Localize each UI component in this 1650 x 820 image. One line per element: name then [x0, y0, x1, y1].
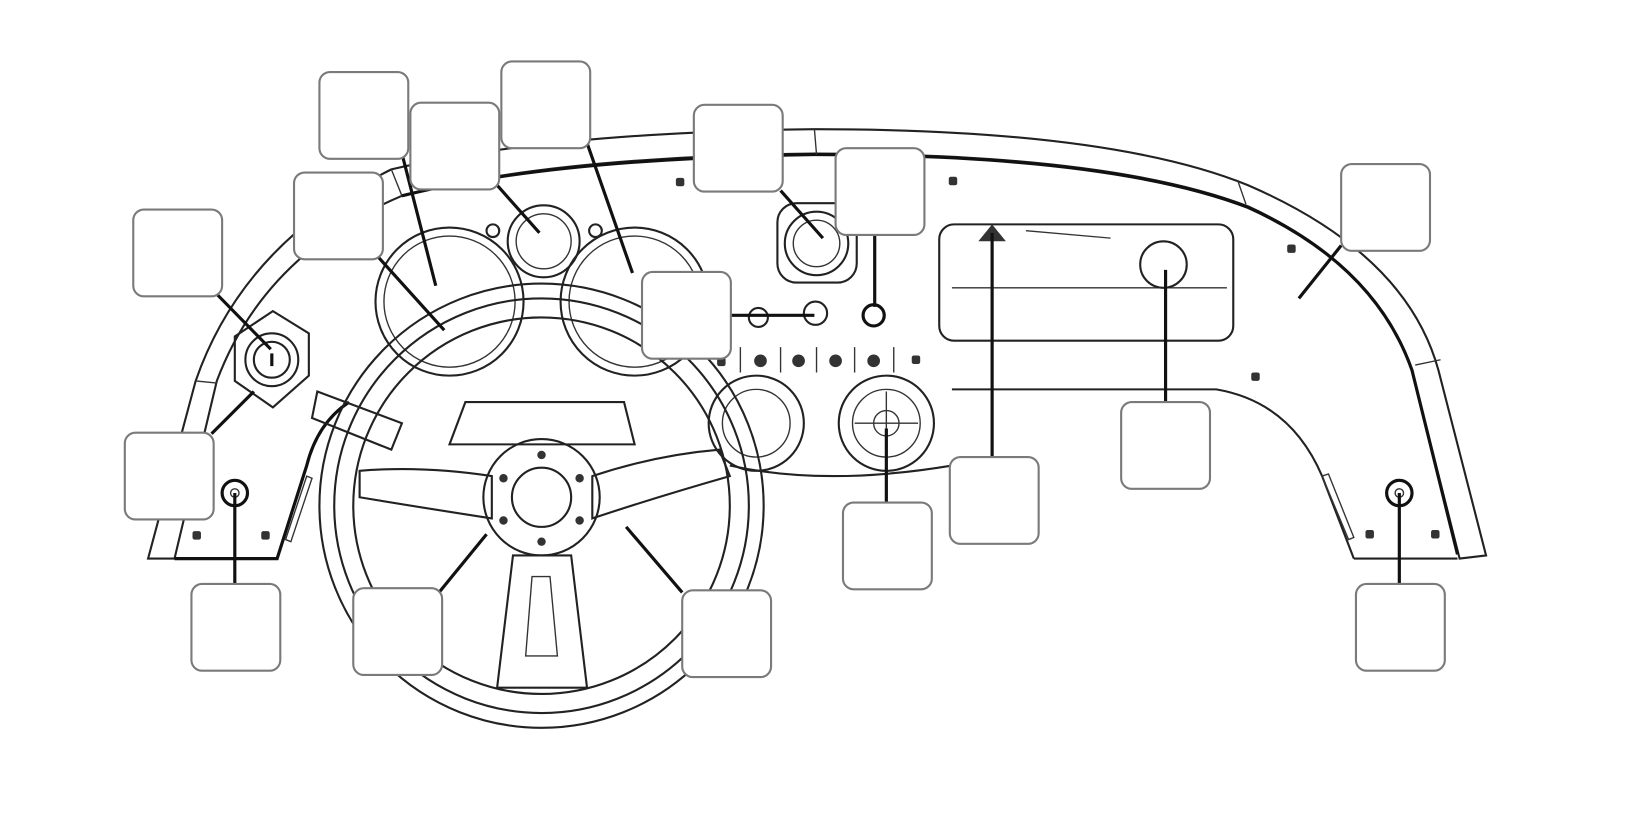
- label-box-17[interactable]: [1354, 582, 1446, 672]
- center-controls: [739, 300, 895, 373]
- label-box-16[interactable]: [841, 501, 933, 591]
- label-box-4[interactable]: [292, 171, 384, 261]
- steering-wheel: [310, 282, 765, 729]
- label-box-15[interactable]: [948, 456, 1040, 545]
- top-gauge: [776, 202, 858, 284]
- dashboard-outline: [146, 128, 1488, 561]
- label-box-10[interactable]: [640, 270, 732, 360]
- label-box-14[interactable]: [1120, 401, 1212, 490]
- gauge-cluster: [374, 204, 710, 377]
- label-box-6[interactable]: [123, 431, 215, 521]
- label-box-11[interactable]: [692, 103, 784, 193]
- label-box-12[interactable]: [834, 147, 926, 237]
- mounting-bolts: [192, 176, 1440, 540]
- label-box-1[interactable]: [318, 71, 410, 160]
- label-box-8[interactable]: [352, 587, 444, 677]
- label-box-7[interactable]: [190, 582, 282, 672]
- air-vents: [707, 374, 953, 478]
- key-switch: [233, 309, 310, 409]
- label-box-5[interactable]: [132, 208, 224, 298]
- label-box-3[interactable]: [500, 60, 592, 150]
- label-box-13[interactable]: [1340, 163, 1432, 252]
- label-boxes: [123, 60, 1446, 679]
- leader-lines: [210, 142, 1401, 594]
- label-box-9[interactable]: [681, 589, 773, 679]
- label-box-2[interactable]: [409, 101, 501, 191]
